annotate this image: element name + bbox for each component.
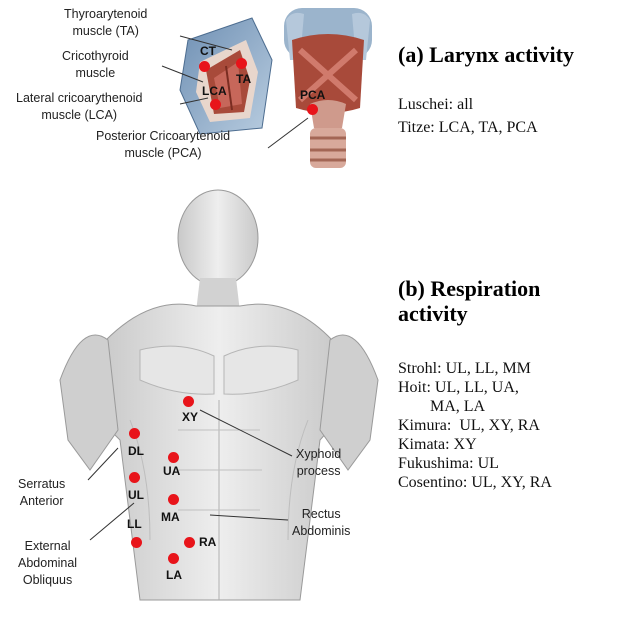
ref-cosentino: Cosentino: UL, XY, RA [398, 473, 552, 492]
ref-kimura: Kimura: UL, XY, RA [398, 416, 552, 435]
ref-strohl: Strohl: UL, LL, MM [398, 359, 552, 378]
marker-dot-ma [168, 494, 179, 505]
marker-dot-ct [199, 61, 210, 72]
marker-label-ct: CT [200, 44, 216, 58]
ref-fukushima: Fukushima: UL [398, 454, 552, 473]
marker-label-la: LA [166, 568, 182, 582]
marker-dot-lca [210, 99, 221, 110]
heading-larynx-activity: (a) Larynx activity [398, 42, 574, 67]
ref-hoit: Hoit: UL, LL, UA, [398, 378, 552, 397]
larynx-top-view [180, 18, 272, 134]
marker-dot-ta [236, 58, 247, 69]
marker-dot-la [168, 553, 179, 564]
respiration-reference-list: Strohl: UL, LL, MM Hoit: UL, LL, UA, MA,… [398, 359, 552, 492]
marker-label-ua: UA [163, 464, 180, 478]
marker-label-ra: RA [199, 535, 216, 549]
marker-dot-ul [129, 472, 140, 483]
marker-label-ta: TA [236, 72, 251, 86]
ref-titze: Titze: LCA, TA, PCA [398, 118, 538, 137]
marker-label-lca: LCA [202, 84, 227, 98]
marker-dot-ra [184, 537, 195, 548]
marker-dot-ll [131, 537, 142, 548]
marker-label-xy: XY [182, 410, 198, 424]
marker-label-ul: UL [128, 488, 144, 502]
ref-kimata: Kimata: XY [398, 435, 552, 454]
larynx-posterior-view [284, 8, 372, 168]
marker-label-ll: LL [127, 517, 142, 531]
marker-dot-ua [168, 452, 179, 463]
ref-hoit-continued: MA, LA [398, 397, 552, 416]
ref-luschei: Luschei: all [398, 95, 473, 114]
marker-label-pca: PCA [300, 88, 325, 102]
marker-label-dl: DL [128, 444, 144, 458]
marker-dot-pca [307, 104, 318, 115]
marker-dot-dl [129, 428, 140, 439]
marker-label-ma: MA [161, 510, 180, 524]
marker-dot-xy [183, 396, 194, 407]
